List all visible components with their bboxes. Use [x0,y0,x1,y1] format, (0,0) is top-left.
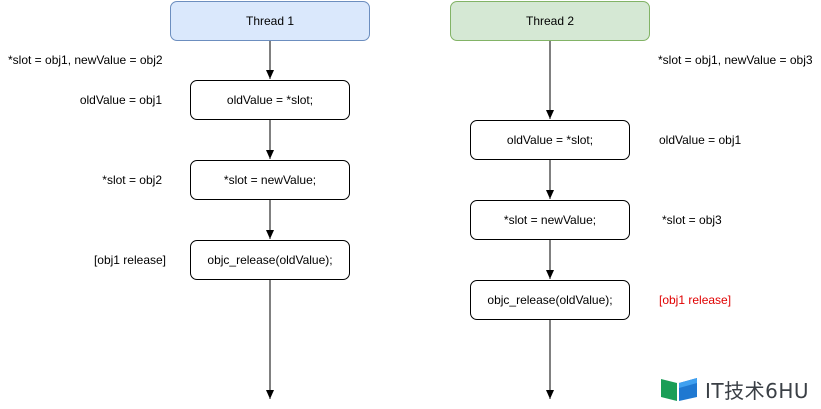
thread1-step2-box: *slot = newValue; [190,160,350,200]
thread2-step3-box: objc_release(oldValue); [470,280,630,320]
thread1-note-step1: oldValue = obj1 [79,93,162,107]
thread2-header: Thread 2 [450,1,650,41]
thread2-note-step2: *slot = obj3 [662,213,722,227]
thread2-note-step3: [obj1 release] [659,293,732,307]
thread1-note-init: *slot = obj1, newValue = obj2 [8,53,163,67]
thread1-step3-box: objc_release(oldValue); [190,240,350,280]
thread1-header: Thread 1 [170,1,370,41]
book-logo-icon [661,378,697,401]
thread2-note-init: *slot = obj1, newValue = obj3 [658,53,813,67]
thread2-step2-box: *slot = newValue; [470,200,630,240]
thread1-note-step2: *slot = obj2 [102,173,162,187]
watermark-text: IT技术6HU [705,378,810,403]
watermark: IT技术6HU [659,374,809,404]
thread1-step1-box: oldValue = *slot; [190,80,350,120]
thread1-note-step3: [obj1 release] [93,253,166,267]
thread2-note-step1: oldValue = obj1 [659,133,742,147]
thread2-step1-box: oldValue = *slot; [470,120,630,160]
